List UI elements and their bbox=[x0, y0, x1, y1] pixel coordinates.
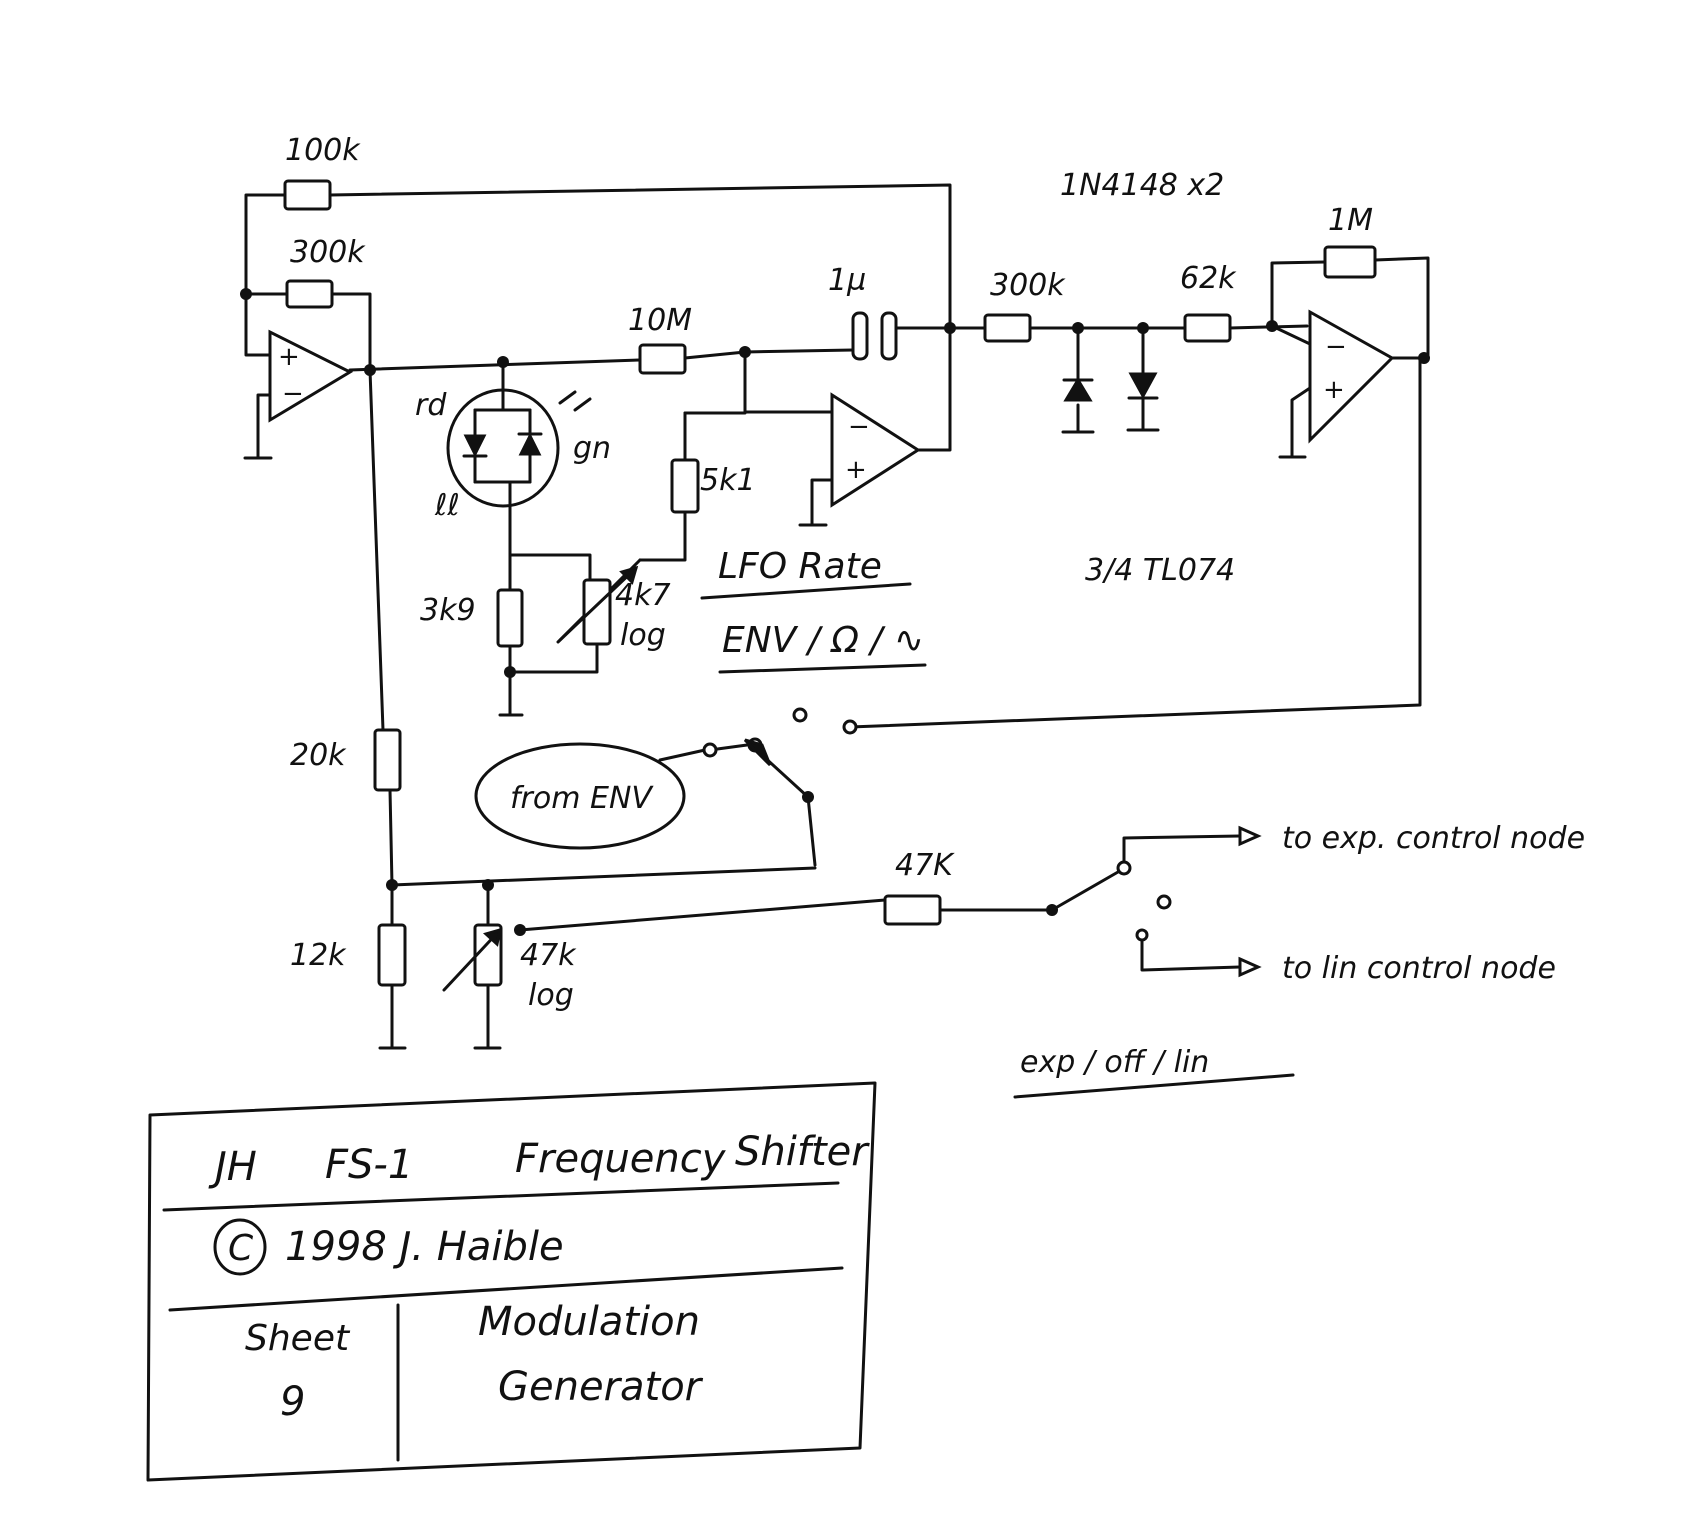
label-lfo-rate: LFO Rate bbox=[718, 546, 882, 587]
capacitor-1u bbox=[851, 311, 898, 361]
resistor-47k bbox=[883, 894, 942, 926]
label-47k-pot-log: log bbox=[528, 978, 574, 1013]
copyright-text: 1998 J. Haible bbox=[285, 1224, 564, 1270]
sheet-number: 9 bbox=[280, 1379, 305, 1425]
from-env-bubble bbox=[474, 742, 686, 850]
led-pair bbox=[446, 388, 592, 508]
label-mod-source: ENV / Ω / ∿ bbox=[722, 620, 924, 661]
label-4k7: 4k7 bbox=[615, 578, 671, 613]
title-frequency: Frequency bbox=[515, 1136, 727, 1182]
opamp-2-minus: − bbox=[848, 412, 870, 442]
label-5k1: 5k1 bbox=[700, 463, 756, 498]
label-diodes: 1N4148 x2 bbox=[1060, 168, 1224, 203]
potentiometer-4k7 bbox=[582, 578, 612, 646]
title-jh: JH bbox=[208, 1144, 257, 1190]
copyright-c: C bbox=[228, 1228, 254, 1269]
sheet-label: Sheet bbox=[245, 1318, 351, 1359]
resistor-5k1 bbox=[670, 458, 700, 514]
resistor-20k bbox=[373, 728, 402, 792]
label-47k-pot: 47k bbox=[520, 938, 577, 973]
label-mode: exp / off / lin bbox=[1020, 1045, 1209, 1080]
label-300k-b: 300k bbox=[990, 268, 1066, 303]
label-4k7-log: log bbox=[620, 618, 666, 653]
label-100k: 100k bbox=[285, 133, 361, 168]
sheet-title-1: Modulation bbox=[478, 1299, 700, 1345]
label-to-exp: to exp. control node bbox=[1282, 821, 1585, 856]
diode-2 bbox=[1127, 372, 1159, 400]
diode-1 bbox=[1062, 377, 1094, 402]
opamp-3-plus: + bbox=[1323, 375, 1345, 405]
opamp-2 bbox=[830, 392, 921, 508]
label-rd: rd bbox=[415, 388, 447, 423]
resistor-100k bbox=[283, 179, 332, 211]
resistor-10m bbox=[638, 343, 687, 375]
opamp-3 bbox=[1308, 309, 1395, 444]
resistor-3k9 bbox=[496, 588, 524, 648]
copyright-circle bbox=[213, 1218, 267, 1276]
opamp-1-plus: + bbox=[278, 342, 300, 372]
sheet-title-2: Generator bbox=[498, 1364, 704, 1410]
label-underlines bbox=[700, 582, 1295, 1099]
title-shifter: Shifter bbox=[735, 1129, 870, 1175]
label-1m: 1M bbox=[1328, 203, 1373, 238]
label-12k: 12k bbox=[290, 938, 347, 973]
label-from-env: from ENV bbox=[510, 781, 654, 816]
component-labels: 100k 300k 10M 1µ 300k 1N4148 x2 62k 1M r… bbox=[285, 133, 1373, 1013]
junction-dots bbox=[240, 288, 1430, 936]
label-led-mark: ℓℓ bbox=[434, 488, 460, 523]
label-300k: 300k bbox=[290, 235, 366, 270]
switch-contacts bbox=[702, 707, 1172, 942]
label-62k: 62k bbox=[1180, 261, 1237, 296]
output-arrows bbox=[1238, 825, 1262, 978]
label-to-lin: to lin control node bbox=[1282, 951, 1556, 986]
label-10m: 10M bbox=[628, 303, 692, 338]
label-20k: 20k bbox=[290, 738, 347, 773]
components: + − − + − + bbox=[240, 179, 1430, 1099]
title-block: JH FS-1 Frequency Shifter C 1998 J. Haib… bbox=[146, 1081, 877, 1482]
opamp-1-minus: − bbox=[282, 379, 304, 409]
label-gn: gn bbox=[573, 431, 611, 466]
label-1u: 1µ bbox=[828, 263, 866, 298]
resistor-62k bbox=[1183, 313, 1232, 343]
label-opamp-note: 3/4 TL074 bbox=[1085, 553, 1235, 588]
opamp-1 bbox=[268, 329, 354, 423]
resistor-1m bbox=[1323, 245, 1377, 279]
opamp-3-minus: − bbox=[1325, 332, 1347, 362]
resistor-300k bbox=[285, 279, 334, 309]
switch-labels: LFO Rate ENV / Ω / ∿ from ENV exp / off … bbox=[510, 546, 1585, 1080]
label-47k: 47K bbox=[895, 848, 955, 883]
resistor-300k-b bbox=[983, 313, 1032, 343]
opamp-2-plus: + bbox=[845, 455, 867, 485]
label-3k9: 3k9 bbox=[420, 593, 476, 628]
title-fs1: FS-1 bbox=[325, 1142, 413, 1188]
resistor-12k bbox=[377, 923, 407, 987]
